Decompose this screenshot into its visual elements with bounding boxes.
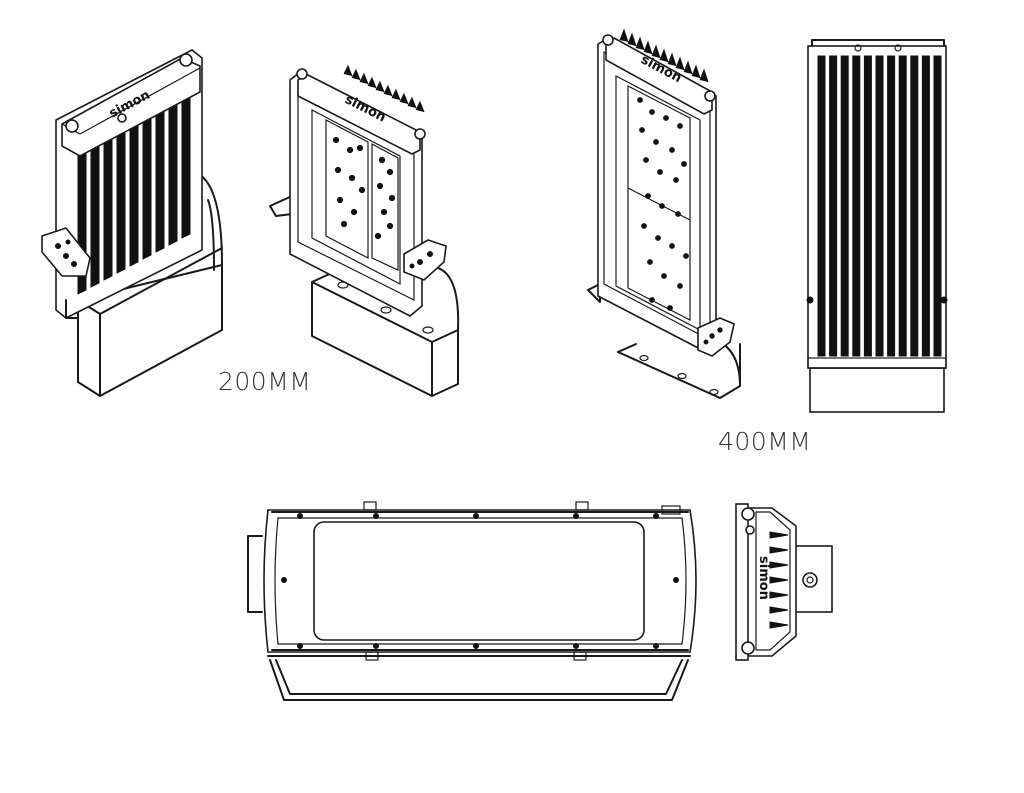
led-array-200 — [332, 136, 396, 240]
dimension-label-200mm: 200MM — [218, 367, 311, 396]
view-200mm-front: simon — [269, 64, 460, 397]
frame-bolts — [281, 513, 679, 649]
side-fins — [769, 531, 789, 629]
view-side-elevation: simon — [735, 503, 833, 661]
view-400mm-front: simon — [587, 28, 741, 399]
view-400mm-rear — [806, 39, 948, 413]
dimension-label-400mm: 400MM — [718, 427, 811, 456]
view-front-elevation — [247, 501, 697, 701]
heatsink-fins-400-rear — [817, 55, 942, 357]
heatsink-fins-400-front — [619, 28, 709, 83]
brand-logo-side: simon — [756, 556, 771, 600]
heatsink-fins-200-front — [343, 64, 425, 113]
view-200mm-rear: simon — [41, 49, 223, 397]
led-array-400 — [637, 97, 689, 311]
